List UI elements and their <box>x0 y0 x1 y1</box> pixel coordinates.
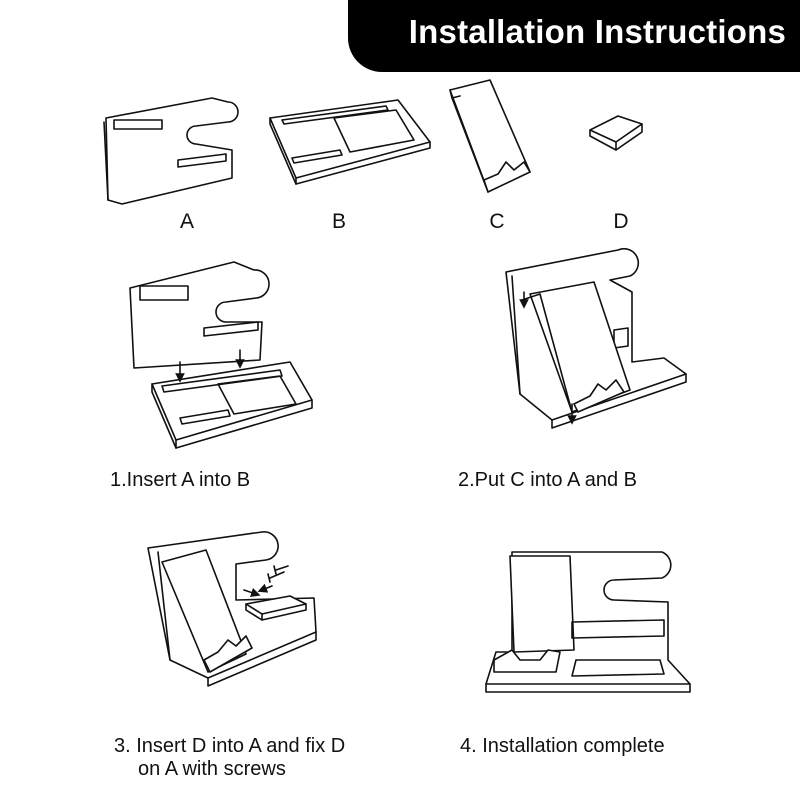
step1-caption: 1.Insert A into B <box>110 469 251 491</box>
step4-caption: 4. Installation complete <box>460 735 665 757</box>
header-banner: Installation Instructions <box>348 0 800 72</box>
part-c-drawing <box>449 79 531 193</box>
part-d-drawing <box>589 115 643 151</box>
step1-drawing <box>129 261 313 449</box>
page-title: Installation Instructions <box>408 13 786 50</box>
step2-caption: 2.Put C into A and B <box>458 469 638 491</box>
part-label-d: D <box>613 210 629 233</box>
step3-drawing <box>147 531 317 687</box>
step3-caption: 3. Insert D into A and fix D <box>114 735 346 757</box>
step3-caption-line2: on A with screws <box>138 758 286 780</box>
part-label-b: B <box>331 210 346 233</box>
step4-drawing <box>485 551 691 693</box>
step2-drawing <box>505 247 687 429</box>
part-a-drawing <box>103 97 239 205</box>
part-b-drawing <box>269 99 431 185</box>
part-label-a: A <box>179 210 194 233</box>
part-label-c: C <box>489 210 505 233</box>
